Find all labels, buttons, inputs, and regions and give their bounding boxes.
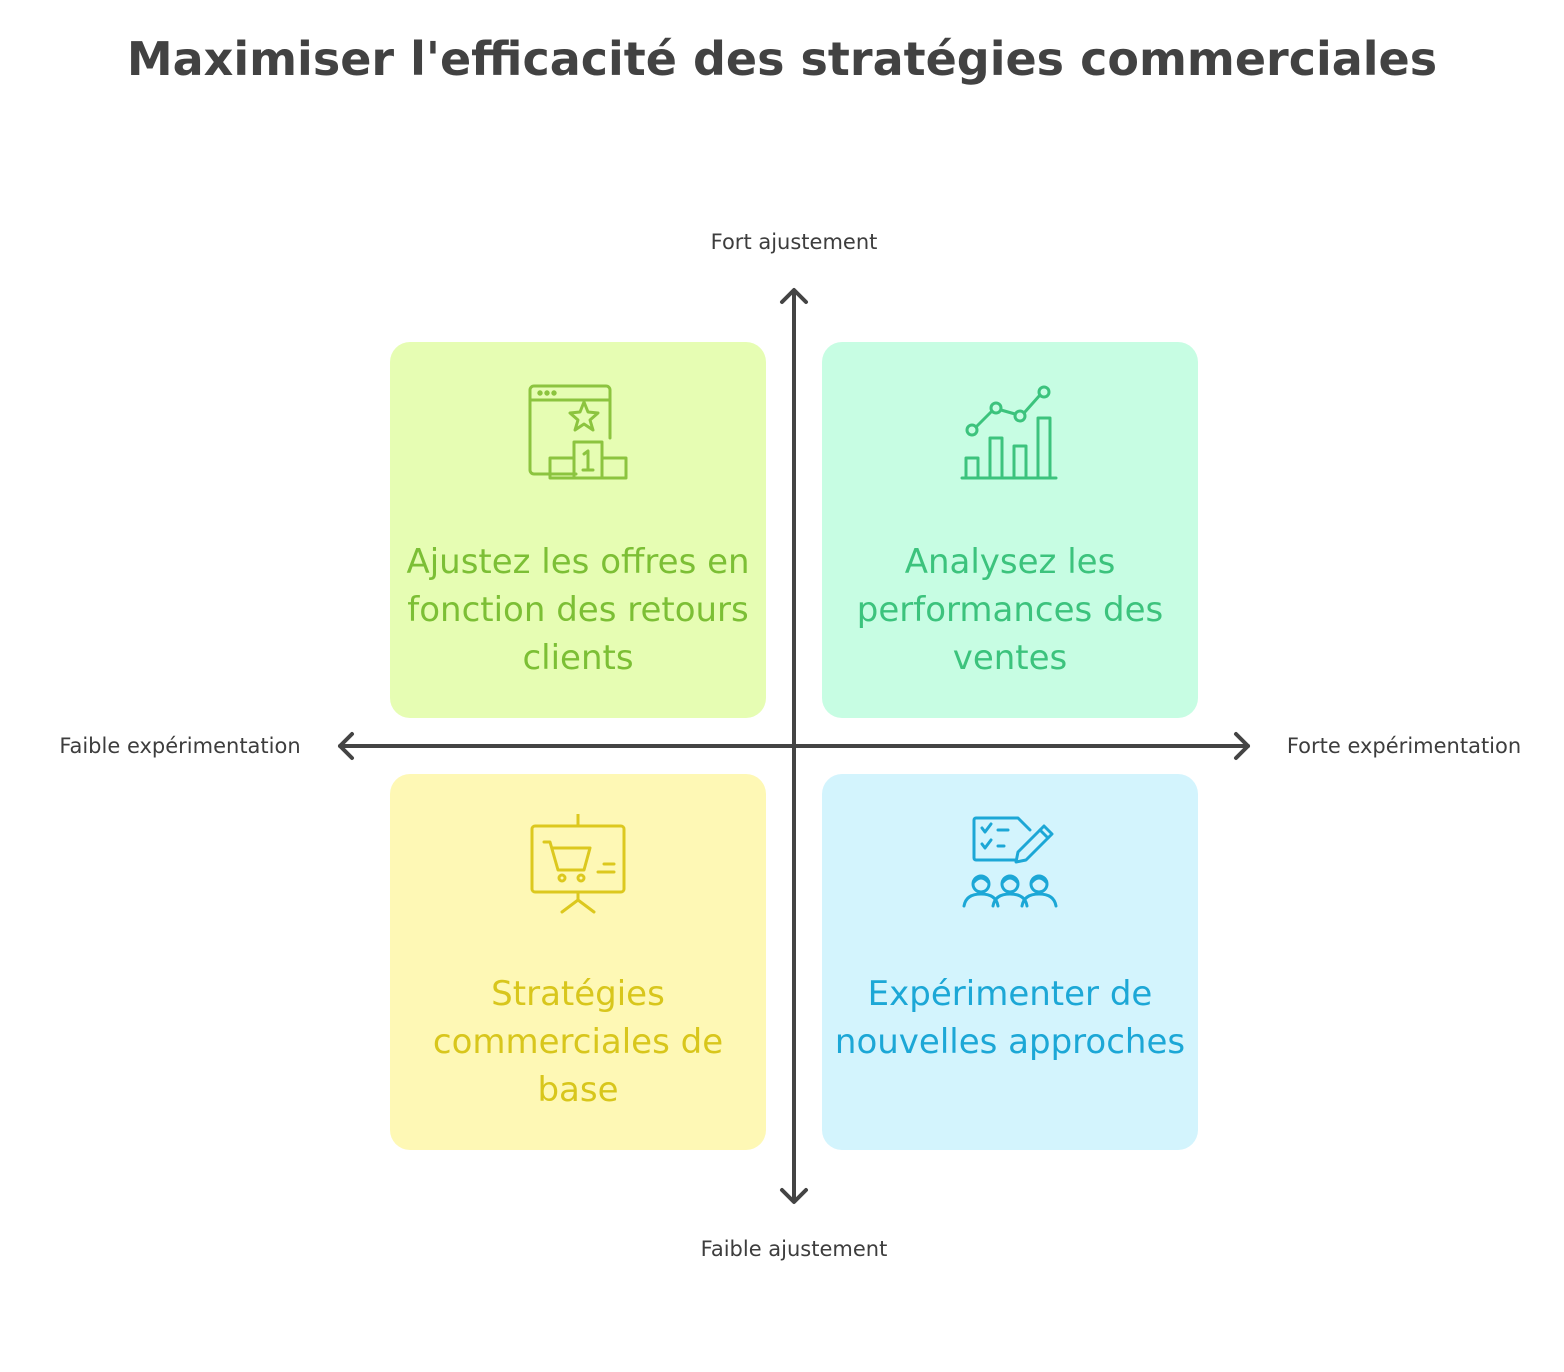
arrow-up: [780, 288, 808, 304]
quadrant-bottom-right: Expérimenter de nouvelles approches: [822, 774, 1198, 1150]
axis-label-top: Fort ajustement: [710, 230, 878, 254]
quadrant-text-top-right: Analysez les performances des ventes: [856, 542, 1164, 678]
quadrant-text-bottom-right: Expérimenter de nouvelles approches: [834, 974, 1186, 1062]
team-checklist-icon: [962, 816, 1058, 908]
axis-label-bottom: Faible ajustement: [700, 1237, 888, 1261]
axis-label-left: Faible expérimentation: [59, 734, 301, 758]
podium-window-icon: [528, 384, 628, 480]
quadrant-text-top-left: Ajustez les offres en fonction des retou…: [406, 542, 750, 678]
cart-presentation-icon: [530, 814, 626, 914]
axis-label-right: Forte expérimentation: [1286, 734, 1522, 758]
quadrant-top-right: Analysez les performances des ventes: [822, 342, 1198, 718]
arrow-left: [338, 732, 354, 760]
chart-growth-icon: [960, 385, 1058, 480]
quadrant-bottom-left: Stratégies commerciales de base: [390, 774, 766, 1150]
page-title: Maximiser l'efficacité des stratégies co…: [126, 32, 1438, 86]
quadrant-top-left: Ajustez les offres en fonction des retou…: [390, 342, 766, 718]
quadrant-text-bottom-left: Stratégies commerciales de base: [432, 974, 724, 1110]
arrow-right: [1234, 732, 1250, 760]
arrow-down: [780, 1188, 808, 1204]
